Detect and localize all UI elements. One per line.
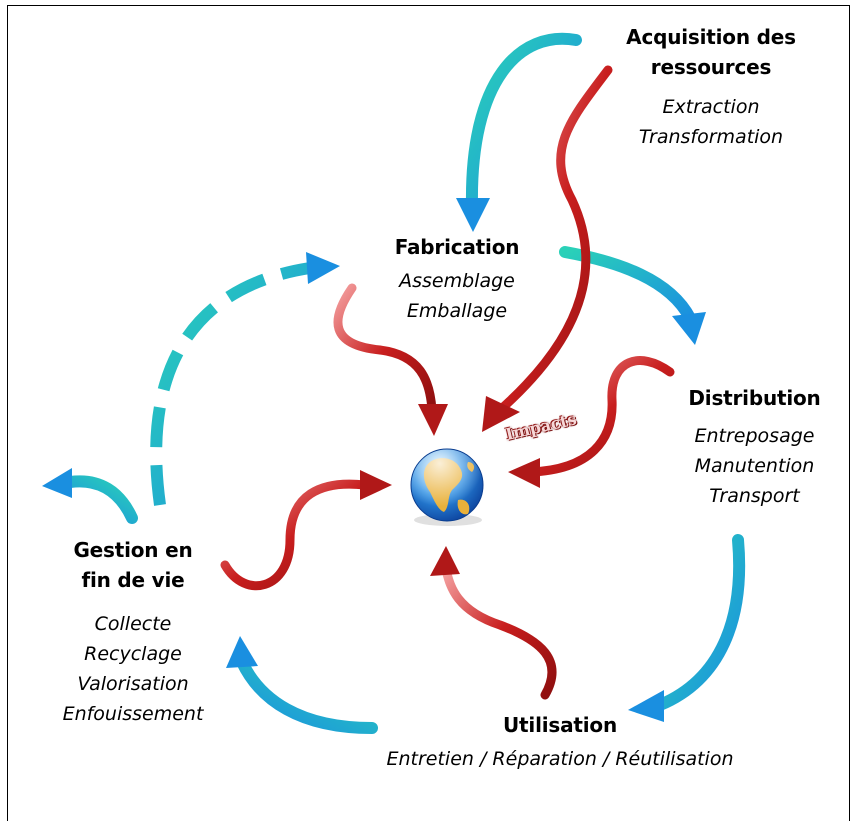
- impact-arrow-from-acquisition: [482, 65, 613, 432]
- impact-arrow-from-utilisation: [430, 546, 557, 700]
- diagram-frame: [7, 5, 850, 821]
- stage-fabrication-item: Assemblage: [399, 270, 515, 292]
- stage-gestion-item: Recyclage: [84, 643, 182, 665]
- stage-utilisation-items: Entretien / Réparation / Réutilisation: [386, 748, 734, 770]
- stage-fabrication-item: Emballage: [406, 300, 508, 322]
- stage-utilisation: Utilisation Entretien / Réparation / Réu…: [330, 710, 790, 774]
- stage-distribution-item: Entreposage: [694, 425, 815, 447]
- stage-acquisition-title-line1: Acquisition des: [626, 25, 796, 49]
- stage-gestion-item: Enfouissement: [62, 703, 204, 725]
- cycle-arrow-gestion-to-fabrication-dashed: [150, 252, 340, 506]
- globe-icon: [410, 448, 484, 526]
- stage-fabrication-title: Fabrication: [394, 235, 520, 259]
- stage-distribution-title: Distribution: [688, 386, 821, 410]
- stage-gestion-item: Collecte: [94, 613, 172, 635]
- stage-acquisition-item: Transformation: [638, 126, 784, 148]
- stage-gestion-item: Valorisation: [77, 673, 189, 695]
- stage-acquisition-item: Extraction: [662, 96, 760, 118]
- impact-arrow-from-distribution: [508, 356, 675, 488]
- impact-arrow-from-gestion: [220, 470, 392, 591]
- stage-fabrication: Fabrication Assemblage Emballage: [362, 232, 552, 326]
- cycle-arrow-utilisation-to-gestion: [226, 636, 378, 734]
- stage-acquisition: Acquisition des ressources Extraction Tr…: [596, 22, 826, 152]
- stage-gestion-title-line2: fin de vie: [81, 568, 185, 592]
- stage-distribution-item: Manutention: [694, 455, 815, 477]
- stage-distribution-item: Transport: [709, 485, 800, 507]
- cycle-arrow-acquisition-to-fabrication: [456, 32, 582, 232]
- stage-gestion-title-line1: Gestion en: [73, 538, 193, 562]
- stage-distribution: Distribution Entreposage Manutention Tra…: [662, 383, 847, 511]
- cycle-arrow-distribution-to-utilisation: [628, 534, 746, 722]
- cycle-arrow-gestion-outflow: [42, 468, 138, 524]
- stage-utilisation-title: Utilisation: [503, 713, 617, 737]
- impact-arrow-from-fabrication: [333, 283, 448, 436]
- stage-acquisition-title-line2: ressources: [650, 55, 772, 79]
- stage-gestion: Gestion en fin de vie Collecte Recyclage…: [38, 535, 228, 729]
